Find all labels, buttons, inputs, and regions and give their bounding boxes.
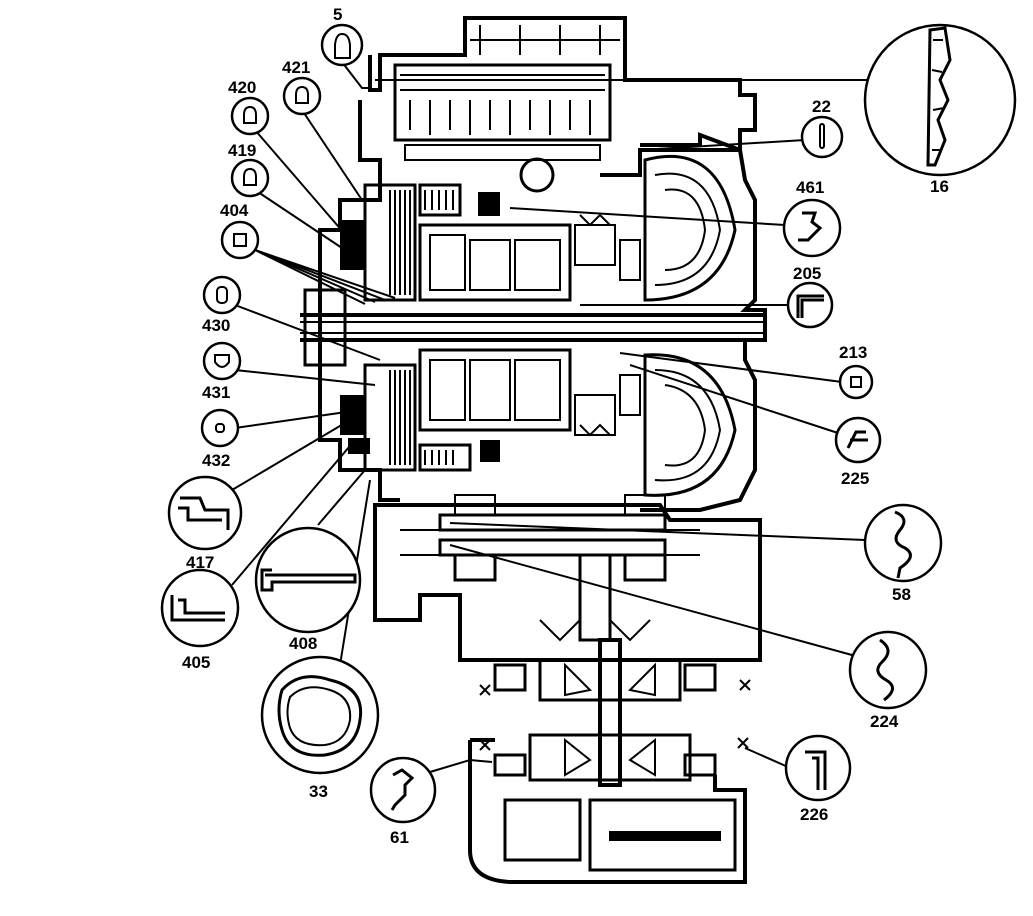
detail-58 [863,503,943,583]
detail-408 [254,526,362,634]
callout-420: 420 [228,78,256,97]
callout-431: 431 [202,383,230,402]
callout-33: 33 [309,782,328,801]
callout-symbols [160,23,1017,824]
transfer-housing [373,494,762,662]
callout-461: 461 [796,178,824,197]
callout-22: 22 [812,97,831,116]
callout-405: 405 [182,653,210,672]
symbol-419 [230,158,270,198]
callout-408: 408 [289,634,317,653]
valve-body [368,16,757,193]
torque-converter [619,154,737,497]
callout-226: 226 [800,805,828,824]
bottom-housing [468,738,747,884]
callout-5: 5 [333,5,342,24]
callout-16: 16 [930,177,949,196]
callout-213: 213 [839,343,867,362]
callout-labels: 5 421 420 419 404 430 431 432 417 405 40… [182,5,949,847]
callout-417: 417 [186,553,214,572]
symbol-432 [200,408,240,448]
detail-225 [834,416,882,464]
detail-461 [782,198,842,258]
callout-224: 224 [870,712,899,731]
callout-421: 421 [282,58,310,77]
callout-404: 404 [220,201,249,220]
detail-224 [848,630,928,710]
detail-61 [369,756,437,824]
detail-417 [167,475,243,551]
symbol-420 [230,96,270,136]
callout-225: 225 [841,469,869,488]
planetary-gear-sets [418,213,616,437]
callout-432: 432 [202,451,230,470]
callout-430: 430 [202,316,230,335]
symbol-421 [282,76,322,116]
callout-419: 419 [228,141,256,160]
callout-205: 205 [793,264,821,283]
symbol-22 [800,115,844,159]
symbol-5 [320,23,364,67]
symbol-404 [220,220,260,260]
symbol-430 [202,275,242,315]
callout-61: 61 [390,828,409,847]
main-shaft [300,288,765,367]
detail-16 [863,23,1017,177]
symbol-431 [202,341,242,381]
callout-58: 58 [892,585,911,604]
symbol-213 [838,364,874,400]
detail-405 [160,568,240,648]
detail-226 [784,734,852,802]
detail-205 [786,281,834,329]
leader-lines [231,61,880,776]
detail-33 [260,655,380,775]
